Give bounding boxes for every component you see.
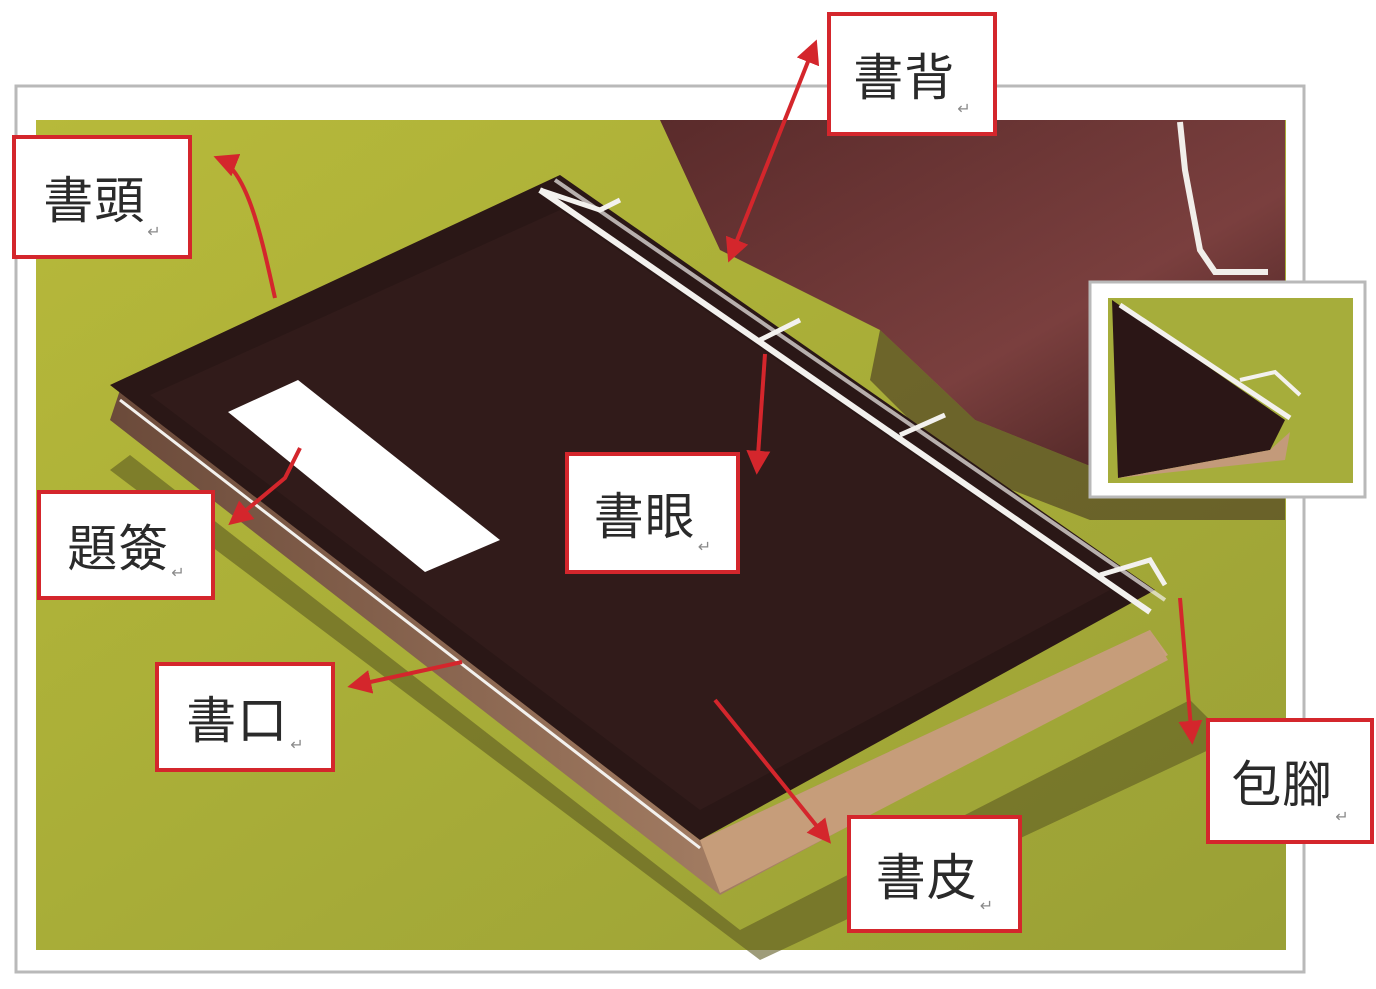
arrow-bao-jiao [1178,597,1203,745]
arrow-ti-qian [228,447,302,526]
label-shu-pi: 書皮↵ [847,815,1022,933]
title-slip [228,380,500,572]
label-bao-jiao-text: 包腳 [1231,756,1334,814]
paragraph-mark-icon: ↵ [290,735,304,754]
label-shu-tou-text: 書頭 [43,172,146,230]
label-shu-kou: 書口↵ [155,662,335,772]
binding-stitch-1 [539,187,622,213]
label-ti-qian-text: 題簽 [67,520,170,578]
inset-book-cover [1112,300,1285,478]
inset-book-pages [1118,432,1290,478]
paragraph-mark-icon: ↵ [979,896,994,915]
label-shu-pi-text: 書皮 [875,849,978,907]
inset-thread [1118,302,1292,421]
label-ti-qian: 題簽↵ [37,490,215,600]
background-book-thread [1177,121,1268,275]
label-bao-jiao: 包腳↵ [1206,718,1374,844]
arrow-shu-kou [347,660,463,694]
binding-stitch-4 [1099,557,1168,587]
label-shu-bei-text: 書背 [853,49,956,107]
label-shu-yan-text: 書眼 [593,488,696,546]
binding-stitch-2 [758,317,802,343]
label-shu-tou: 書頭↵ [12,135,192,259]
label-shu-bei: 書背↵ [827,12,997,136]
arrow-shu-bei [725,39,820,263]
binding-stitch-3 [898,412,947,438]
paragraph-mark-icon: ↵ [697,537,712,556]
arrow-shu-yan [746,353,771,475]
paragraph-mark-icon: ↵ [1335,807,1349,826]
arrow-shu-pi [713,698,832,844]
inset-stitch [1239,369,1302,397]
binding-thread-spine [538,187,1152,615]
binding-thread-edge [119,398,701,850]
arrow-shu-tou [213,154,277,299]
binding-thread-spine-2 [553,178,1167,602]
label-shu-yan: 書眼↵ [565,452,740,574]
label-shu-kou-text: 書口 [186,692,289,750]
paragraph-mark-icon: ↵ [171,563,185,582]
paragraph-mark-icon: ↵ [147,222,161,241]
paragraph-mark-icon: ↵ [957,99,971,118]
